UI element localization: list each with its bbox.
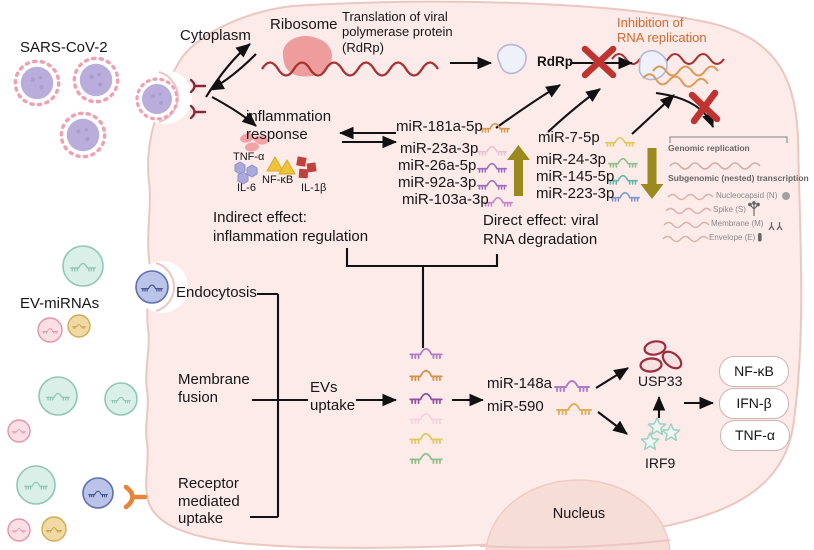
virus-label: SARS-CoV-2 (20, 39, 108, 56)
output-nfkb-pill: NF-κB (719, 356, 789, 387)
mirna-indirect-item: miR-26a-5p (398, 157, 477, 174)
ev-mirnas-label: EV-miRNAs (20, 295, 100, 312)
inhibition-x-icons (581, 45, 721, 125)
mirna-trend-arrows (507, 145, 664, 199)
membrane-label: Membrane (M) (711, 219, 764, 228)
ribosome-label: Ribosome (270, 16, 338, 33)
mirna-indirect-item: miR-181a-5p (396, 118, 483, 135)
nucleus-label: Nucleus (552, 506, 606, 522)
receptor-uptake-label: Receptor mediated uptake (178, 475, 240, 528)
cytoplasm-label: Cytoplasm (180, 27, 251, 44)
inflammation-response-label: inflammation response (246, 108, 332, 143)
mir-590-label: miR-590 (487, 398, 544, 415)
inhibition-caption: Inhibition of RNA replication (617, 15, 707, 46)
rdrp-protein (497, 43, 668, 81)
evs-uptake-label: EVs uptake (310, 379, 356, 414)
subgenomic-transcription-label: Subgenomic (nested) transcription (668, 173, 809, 183)
indirect-effect-caption: Indirect effect: inflammation regulation (213, 209, 369, 245)
cell-membrane (145, 0, 803, 549)
mirna-direct-item: miR-24-3p (536, 151, 607, 168)
membrane-icon (768, 222, 783, 231)
cytokine-il6-label: IL-6 (237, 182, 256, 194)
bracket-connectors (250, 248, 499, 519)
replication-panel-graphics (662, 136, 790, 243)
mirna-direct-item: miR-145-5p (536, 168, 615, 185)
mirna-direct-item: miR-7-5p (538, 129, 600, 146)
usp33-shape (639, 340, 683, 373)
output-tnfa-pill: TNF-α (720, 420, 790, 451)
replicated-rna-orange (642, 65, 719, 88)
viral-mrna-wave (261, 61, 439, 77)
ev-receptor-icon (123, 484, 148, 510)
irf9-label: IRF9 (645, 455, 676, 471)
envelope-label: Envelope (E) (709, 233, 756, 242)
mirna-indirect-item: miR-103a-3p (402, 191, 489, 208)
cytokine-tnf-label: TNF-α (233, 151, 265, 163)
endocytosis-label: Endocytosis (176, 284, 257, 301)
nucleus-shape (479, 479, 671, 550)
rdrp-label: RdRp (537, 54, 573, 69)
direct-effect-caption: Direct effect: viral RNA degradation (483, 212, 599, 248)
usp33-label: USP33 (638, 373, 683, 389)
envelope-icon (758, 233, 762, 242)
translation-caption: Translation of viral polymerase protein … (342, 9, 453, 55)
spike-icon (748, 201, 760, 216)
output-ifnb-pill: IFN-β (719, 388, 789, 419)
nucleocapsid-icon (782, 192, 790, 200)
ev-vesicles (7, 245, 169, 542)
cytokine-il1b-label: IL-1β (301, 182, 327, 194)
mirna-indirect-item: miR-23a-3p (400, 140, 479, 157)
spike-label: Spike (S) (713, 205, 746, 214)
ace2-receptor-icons (189, 78, 207, 120)
flow-arrows (205, 43, 715, 435)
cytokine-shapes (234, 133, 317, 185)
genomic-replication-label: Genomic replication (668, 143, 750, 153)
mirna-indirect-item: miR-92a-3p (398, 174, 477, 191)
mirna-direct-item: miR-223-3p (536, 185, 615, 202)
nucleocapsid-label: Nucleocapsid (N) (716, 191, 778, 200)
cytokine-nfkb-label: NF-κB (262, 174, 294, 186)
mir-148a-label: miR-148a (487, 375, 553, 392)
membrane-fusion-label: Membrane fusion (178, 371, 250, 406)
